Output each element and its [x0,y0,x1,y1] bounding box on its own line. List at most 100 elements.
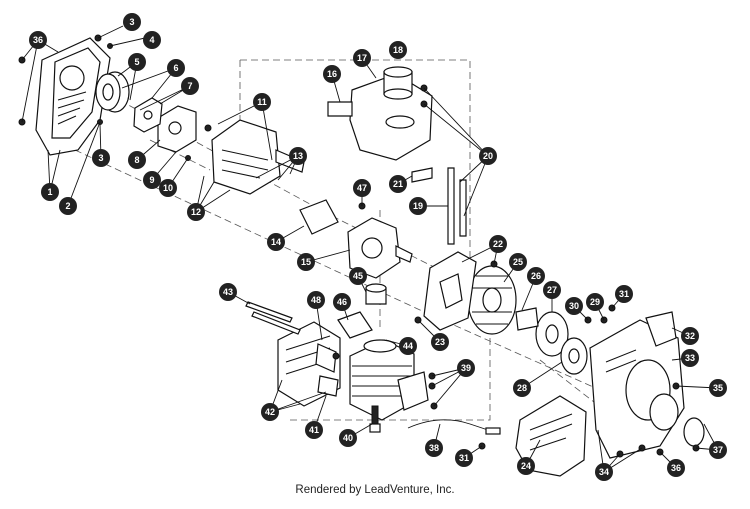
callout-circle [333,293,351,311]
callout-number: 6 [173,63,178,73]
callout-34: 34 [595,463,613,481]
starter-pulley-part [515,307,588,375]
callout-circle [128,151,146,169]
callout-4: 4 [143,31,161,49]
callout-circle [128,53,146,71]
callout-12: 12 [187,203,205,221]
callout-number: 22 [493,239,503,249]
callout-circle [615,285,633,303]
callout-number: 31 [459,453,469,463]
callout-number: 11 [257,97,267,107]
callout-circle [289,147,307,165]
callout-3: 3 [123,13,141,31]
callout-36: 36 [667,459,685,477]
callout-number: 25 [513,257,523,267]
callout-circle [509,253,527,271]
callout-33: 33 [681,349,699,367]
callout-number: 32 [685,331,695,341]
callout-circle [297,253,315,271]
callout-number: 34 [599,467,609,477]
callout-number: 7 [187,81,192,91]
callout-circle [323,65,341,83]
callout-36: 36 [29,31,47,49]
callout-circle [431,333,449,351]
callout-circle [267,233,285,251]
callout-number: 41 [309,425,319,435]
fuel-tank-part [349,66,433,161]
callout-circle [709,441,727,459]
callout-circle [389,175,407,193]
callout-number: 1 [47,187,52,197]
callout-number: 37 [713,445,723,455]
callout-number: 45 [353,271,363,281]
callout-23: 23 [431,333,449,351]
callout-number: 16 [327,69,337,79]
callout-14: 14 [267,233,285,251]
callout-circle [353,179,371,197]
flywheel-part [467,265,517,335]
callout-circle [455,449,473,467]
bolt-parts [245,301,301,335]
recoil-cap-part [683,417,705,447]
callout-number: 39 [461,363,471,373]
callout-circle [457,359,475,377]
callout-number: 8 [134,155,139,165]
callout-11: 11 [253,93,271,111]
callout-number: 20 [483,151,493,161]
callout-35: 35 [709,379,727,397]
ignition-coil-part [369,371,429,433]
callout-number: 3 [129,17,134,27]
callout-number: 30 [569,301,579,311]
handle-part [645,311,677,347]
callout-number: 36 [33,35,43,45]
gasket-part [299,199,339,235]
callout-number: 2 [65,201,70,211]
callout-circle [339,429,357,447]
callout-number: 29 [590,297,600,307]
callout-number: 35 [713,383,723,393]
callout-number: 31 [619,289,629,299]
callout-46: 46 [333,293,351,311]
callout-circle [143,171,161,189]
callout-number: 38 [429,443,439,453]
cylinder-part [337,283,415,421]
callout-circle [667,459,685,477]
callout-1: 1 [41,183,59,201]
callout-2: 2 [59,197,77,215]
callout-circle [167,59,185,77]
callout-number: 12 [191,207,201,217]
callout-circle [349,267,367,285]
callout-circle [565,297,583,315]
callout-40: 40 [339,429,357,447]
callout-15: 15 [297,253,315,271]
callout-19: 19 [409,197,427,215]
callout-number: 46 [337,297,347,307]
callout-number: 48 [311,295,321,305]
muffler-part [277,321,341,407]
callout-number: 23 [435,337,445,347]
callout-circle [123,13,141,31]
wire-part [407,419,501,435]
callout-37: 37 [709,441,727,459]
callout-27: 27 [543,281,561,299]
callout-44: 44 [399,337,417,355]
callout-number: 9 [149,175,154,185]
callout-circle [513,379,531,397]
callout-number: 4 [149,35,154,45]
fuel-pad-parts [327,101,433,183]
callout-38: 38 [425,439,443,457]
callout-number: 28 [517,383,527,393]
callout-circle [595,463,613,481]
callout-number: 43 [223,287,233,297]
callout-48: 48 [307,291,325,309]
callout-circle [389,41,407,59]
callout-20: 20 [479,147,497,165]
callout-number: 13 [293,151,303,161]
callout-43: 43 [219,283,237,301]
callout-number: 44 [403,341,413,351]
callout-6: 6 [167,59,185,77]
callout-number: 19 [413,201,423,211]
callout-circle [143,31,161,49]
callout-circle [489,235,507,253]
